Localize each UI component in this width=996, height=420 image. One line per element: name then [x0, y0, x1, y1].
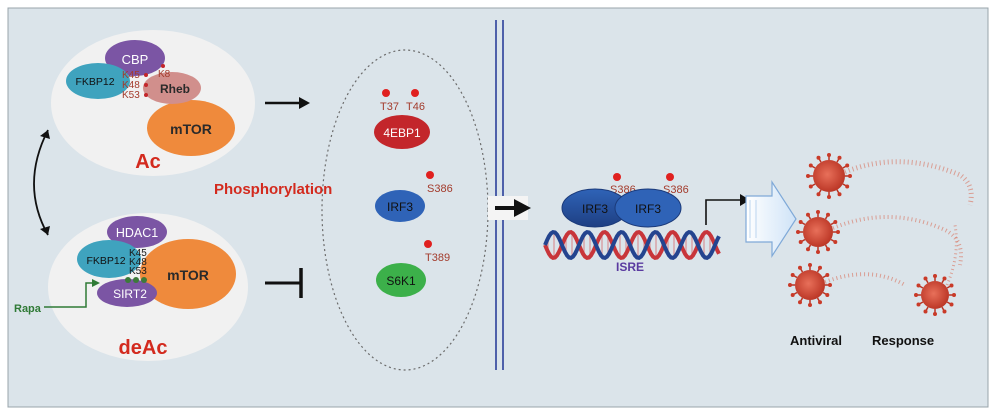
deacetyl-dot — [141, 277, 147, 283]
response-word-antiviral: Antiviral — [790, 333, 842, 348]
fkbp12-label-deac: FKBP12 — [86, 255, 125, 267]
sirt2-protein — [97, 279, 157, 307]
transcription-arrow — [705, 194, 750, 225]
dna-strand — [543, 229, 721, 261]
dna-helix — [543, 229, 721, 261]
rapa-label: Rapa — [14, 303, 42, 315]
site-k8: K8 — [158, 69, 171, 80]
irf3-dimer: S386 S386 IRF3 IRF3 — [561, 173, 689, 228]
site-k48-ac: K48 — [122, 80, 140, 91]
site-k45-ac: K45 — [122, 70, 140, 81]
cbp-protein — [105, 40, 165, 76]
site-t46: T46 — [406, 101, 425, 113]
virus-icon — [914, 274, 956, 316]
isre-label: ISRE — [616, 260, 644, 274]
site-s386: S386 — [427, 183, 453, 195]
hdac1-label: HDAC1 — [116, 226, 158, 240]
phospho-dot — [613, 173, 621, 181]
site-t37: T37 — [380, 101, 399, 113]
ebp1-label: 4EBP1 — [383, 126, 421, 140]
virus-trail — [945, 224, 958, 286]
activation-arrow — [265, 97, 310, 109]
inhibition-symbol — [265, 268, 303, 298]
virus-icon — [796, 210, 840, 254]
irf3-dimer-left-label: IRF3 — [582, 202, 608, 216]
rapa-indicator: Rapa — [14, 279, 100, 315]
site-k53-deac: K53 — [129, 266, 147, 277]
substrate-s6k1: T389 S6K1 — [376, 240, 450, 297]
mtor-protein-deac — [140, 239, 236, 309]
substrate-4ebp1: T37 T46 4EBP1 — [374, 89, 430, 149]
phospho-dot — [424, 240, 432, 248]
phospho-dot — [382, 89, 390, 97]
virus-trail — [844, 159, 974, 206]
translocation-arrow — [488, 196, 531, 220]
cbp-label: CBP — [122, 52, 149, 67]
site-k45-deac: K45 — [129, 248, 147, 259]
deacetyl-dot — [125, 277, 131, 283]
deac-label: deAc — [119, 337, 168, 359]
phospho-dot — [426, 171, 434, 179]
phosphorylation-label: Phosphorylation — [214, 181, 332, 198]
ac-label: Ac — [135, 151, 161, 173]
phospho-dot — [411, 89, 419, 97]
nuclear-membrane — [495, 20, 504, 370]
dna-strand — [543, 229, 721, 261]
virus-icon — [788, 263, 832, 307]
sirt2-label: SIRT2 — [113, 287, 147, 301]
rheb-label: Rheb — [160, 82, 190, 96]
site-k48-deac: K48 — [129, 257, 147, 268]
acetyl-dot — [161, 64, 165, 68]
irf3-label: IRF3 — [387, 200, 413, 214]
virus-group — [788, 153, 974, 316]
ebp1-protein — [374, 115, 430, 149]
deacetyl-dot — [133, 277, 139, 283]
complex-deacetylated: HDAC1 mTOR SIRT2 FKBP12 K45 K48 K53 deAc — [48, 213, 248, 361]
reversible-arrow — [33, 129, 50, 236]
fkbp12-label-ac: FKBP12 — [75, 76, 114, 88]
mtor-protein-ac — [147, 100, 235, 156]
virus-trail — [832, 215, 963, 266]
s6k1-protein — [376, 263, 426, 297]
fkbp12-protein-deac — [77, 240, 141, 278]
substrate-irf3: S386 IRF3 — [375, 171, 453, 222]
irf3-dimer-right-label: IRF3 — [635, 202, 661, 216]
response-arrow — [745, 179, 797, 259]
irf3-protein — [375, 190, 425, 222]
mtor-label-deac: mTOR — [167, 267, 209, 283]
phospho-dot — [666, 173, 674, 181]
s6k1-label: S6K1 — [386, 274, 416, 288]
virus-icon — [806, 153, 852, 199]
complex-acetylated: CBP mTOR Rheb FKBP12 K45 K48 K53 K8 Ac — [51, 30, 255, 176]
response-word-response: Response — [872, 333, 934, 348]
site-t389: T389 — [425, 252, 450, 264]
irf3-dimer-right — [614, 188, 682, 228]
hdac1-protein — [107, 216, 167, 248]
rheb-protein — [143, 72, 201, 104]
acetyl-dot — [144, 83, 148, 87]
acetyl-dot — [144, 93, 148, 97]
site-k53-ac: K53 — [122, 90, 140, 101]
fkbp12-protein-ac — [66, 63, 130, 99]
mtor-label-ac: mTOR — [170, 121, 212, 137]
acetyl-dot — [144, 73, 148, 77]
